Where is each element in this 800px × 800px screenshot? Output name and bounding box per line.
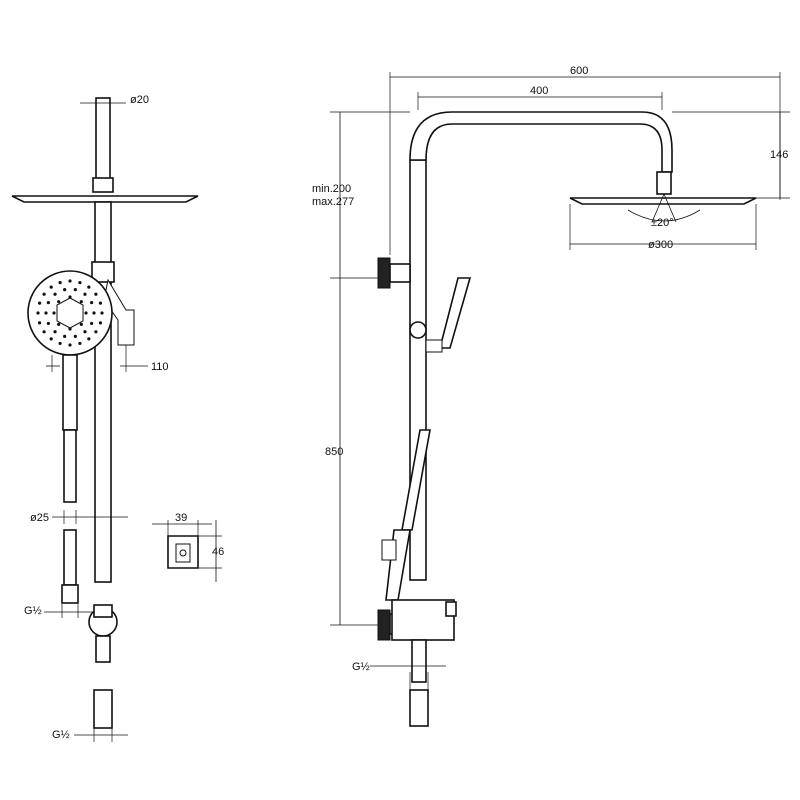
side-total-reach-label: 600	[570, 65, 588, 77]
nozzle-dot	[57, 300, 61, 304]
side-slider-knob	[409, 321, 427, 339]
nozzle-dot	[37, 301, 42, 305]
nozzle-dot	[49, 285, 53, 289]
front-hose-nut	[61, 584, 79, 604]
front-hose-upper	[63, 429, 77, 503]
nozzle-dot	[63, 288, 67, 292]
bracket-height-label: 46	[212, 546, 224, 558]
nozzle-dot	[46, 321, 50, 326]
nozzle-dot	[79, 322, 83, 326]
front-hand-shower-handle	[62, 354, 78, 431]
nozzle-dot	[68, 327, 72, 331]
nozzle-dot	[92, 311, 96, 315]
nozzle-dot	[87, 285, 91, 289]
side-hose-guard	[381, 539, 397, 561]
nozzle-dot	[53, 330, 57, 334]
nozzle-dot	[44, 311, 48, 315]
front-arm-projection-label: 110	[151, 361, 169, 373]
front-lower-pipe	[95, 635, 111, 663]
nozzle-dot	[37, 321, 42, 325]
side-thread-label: G½	[352, 661, 370, 673]
front-main-column	[94, 201, 112, 583]
nozzle-dot	[52, 311, 56, 315]
nozzle-dot	[100, 311, 104, 315]
nozzle-dot	[63, 334, 67, 338]
nozzle-dot	[90, 321, 94, 326]
bracket-view: 39 46	[152, 512, 224, 582]
nozzle-dot	[68, 279, 72, 283]
side-upper-wall-flange	[377, 257, 391, 289]
front-view: ø20 110 ø25 G½ G½	[11, 94, 199, 742]
front-valve-body	[93, 604, 113, 618]
nozzle-dot	[79, 300, 83, 304]
front-pipe-diameter-label: ø20	[130, 94, 149, 106]
front-connector	[93, 689, 113, 729]
side-adjustment-max-label: max.277	[312, 196, 354, 208]
nozzle-dot	[53, 292, 57, 296]
front-head-mount	[92, 177, 114, 193]
side-head-diameter-label: ø300	[648, 239, 673, 251]
nozzle-dot	[94, 330, 98, 334]
side-inlet-connector	[409, 689, 429, 727]
nozzle-dot	[94, 292, 98, 296]
nozzle-dot	[78, 280, 82, 285]
front-hose-lower	[63, 529, 77, 586]
front-overhead-shower-plate	[11, 195, 199, 203]
side-valve-body	[391, 599, 455, 641]
side-hand-shower-holder	[425, 339, 443, 353]
side-inlet-pipe	[411, 639, 427, 683]
front-slider-holder	[91, 261, 115, 283]
side-column-height-label: 850	[325, 446, 343, 458]
nozzle-dot	[68, 295, 72, 299]
hand-shower-nozzles	[36, 279, 104, 347]
nozzle-dot	[98, 301, 103, 305]
front-lower-thread-label: G½	[52, 729, 70, 741]
nozzle-dot	[87, 337, 91, 341]
side-hose	[401, 429, 431, 531]
nozzle-dot	[83, 330, 87, 334]
side-head-connector	[656, 171, 672, 195]
side-valve-knob	[445, 601, 457, 617]
front-hose-diameter-label: ø25	[30, 512, 49, 524]
nozzle-dot	[83, 292, 87, 296]
front-hand-shower-head	[27, 270, 113, 356]
nozzle-dot	[68, 343, 72, 347]
nozzle-dot	[42, 292, 46, 296]
nozzle-dot	[46, 300, 50, 305]
nozzle-dot	[57, 322, 61, 326]
nozzle-dot	[42, 330, 46, 334]
side-overhead-arm	[409, 111, 673, 173]
front-upper-thread-label: G½	[24, 605, 42, 617]
nozzle-dot	[98, 321, 103, 325]
nozzle-dot	[73, 288, 77, 292]
side-arm-length-label: 400	[530, 85, 548, 97]
side-view: 600 400 146 min.200 max.277 ±20° ø300 85…	[312, 65, 790, 727]
nozzle-dot	[90, 300, 94, 305]
nozzle-dot	[73, 334, 77, 338]
nozzle-dot	[84, 311, 88, 315]
front-riser-pipe	[95, 97, 111, 181]
side-tilt-angle-label: ±20°	[651, 217, 674, 229]
nozzle-dot	[36, 311, 40, 315]
nozzle-dot	[78, 341, 82, 346]
side-adjustment-min-label: min.200	[312, 183, 351, 195]
side-upper-bracket-arm	[389, 263, 411, 283]
nozzle-dot	[58, 341, 62, 346]
nozzle-dot	[49, 337, 53, 341]
nozzle-dot	[58, 280, 62, 285]
bracket-width-label: 39	[175, 512, 187, 524]
side-tilt-arc	[627, 209, 701, 222]
side-hand-shower	[438, 277, 472, 349]
side-lower-wall-flange	[377, 609, 391, 641]
side-head-drop-label: 146	[770, 149, 788, 161]
side-overhead-shower-plate	[569, 197, 757, 205]
